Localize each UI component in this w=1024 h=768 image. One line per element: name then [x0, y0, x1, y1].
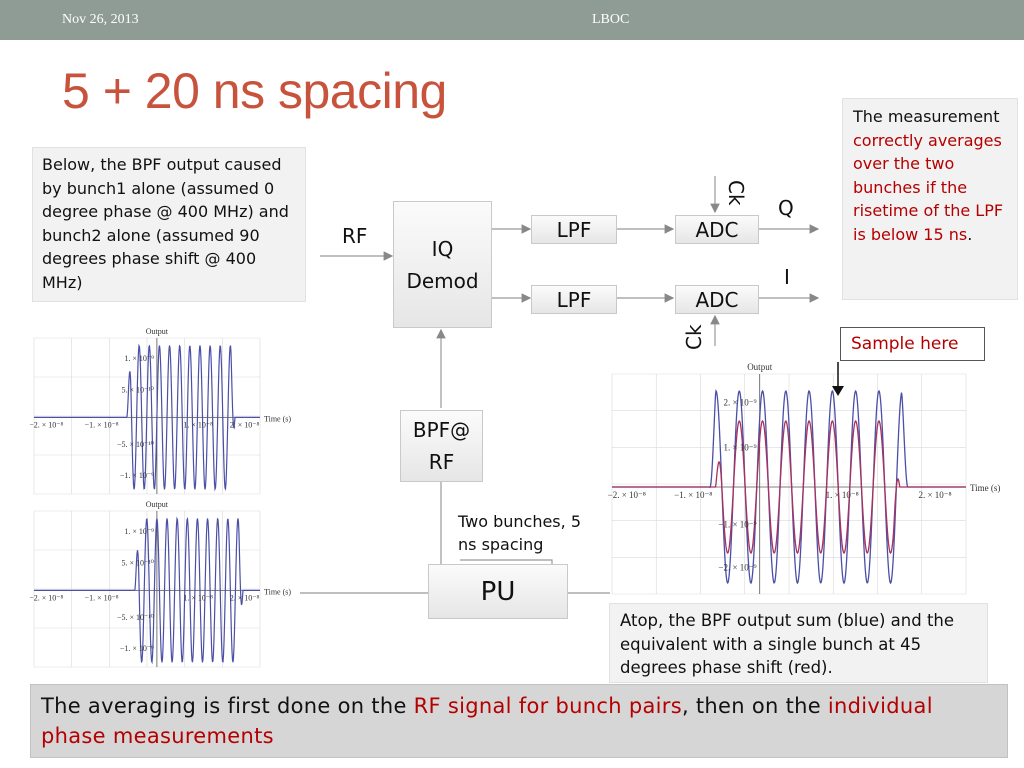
header-bar: Nov 26, 2013 LBOC: [0, 0, 1024, 40]
bottom-banner: The averaging is first done on the RF si…: [30, 684, 1008, 758]
plot-title: Output: [146, 327, 169, 336]
y-tick-label: −1. × 10⁻⁹: [120, 644, 154, 653]
right-note: The measurement correctly averages over …: [842, 98, 1018, 300]
x-axis-label: Time (s): [264, 414, 291, 423]
left-note: Below, the BPF output caused by bunch1 a…: [32, 147, 306, 302]
header-center: LBOC: [592, 12, 630, 27]
y-tick-label: 5. × 10⁻¹⁰: [122, 559, 154, 568]
bottom-part3: , then on the: [681, 694, 828, 718]
plot-title: Output: [747, 362, 773, 372]
y-tick-label: −5. × 10⁻¹⁰: [117, 613, 154, 622]
y-tick-label: −1. × 10⁻⁹: [718, 519, 756, 529]
q-label: Q: [778, 196, 794, 220]
right-note-part3: .: [967, 224, 973, 244]
pu-caption: Two bunches, 5 ns spacing: [458, 512, 581, 554]
rf-label: RF: [342, 224, 368, 248]
lpf-top-block: LPF: [531, 215, 617, 244]
y-tick-label: −1. × 10⁻⁹: [120, 471, 154, 480]
x-tick-label: 2. × 10⁻⁸: [230, 420, 260, 429]
bottom-highlight1: RF signal for bunch pairs: [413, 694, 682, 718]
y-tick-label: 2. × 10⁻⁹: [723, 397, 756, 407]
single-bunch-trace-red: [612, 419, 966, 555]
y-tick-label: 1. × 10⁻⁹: [723, 442, 756, 452]
x-tick-label: −1. × 10⁻⁸: [674, 490, 712, 500]
x-tick-label: −1. × 10⁻⁸: [85, 420, 119, 429]
bpf-block: BPF@ RF: [400, 410, 483, 482]
sample-here-callout: Sample here: [840, 327, 985, 361]
x-tick-label: −2. × 10⁻⁸: [30, 420, 64, 429]
x-tick-label: 1. × 10⁻⁸: [826, 490, 859, 500]
adc-top-block: ADC: [675, 215, 759, 244]
y-tick-label: −5. × 10⁻¹⁰: [117, 440, 154, 449]
y-tick-label: 1. × 10⁻⁹: [124, 527, 154, 536]
x-axis-label: Time (s): [970, 483, 1000, 493]
right-note-highlight: correctly averages over the two bunches …: [853, 130, 1004, 244]
pu-block: PU: [428, 564, 568, 619]
x-tick-label: −2. × 10⁻⁸: [608, 490, 646, 500]
x-tick-label: 1. × 10⁻⁸: [183, 593, 213, 602]
x-tick-label: 2. × 10⁻⁸: [230, 593, 260, 602]
x-tick-label: 1. × 10⁻⁸: [183, 420, 213, 429]
sample-here-arrowhead: [832, 386, 844, 396]
bottom-part1: The averaging is first done on the: [41, 694, 414, 718]
plot-title: Output: [146, 500, 169, 509]
bottom-highlight2: individual phase measurements: [41, 694, 933, 748]
header-date: Nov 26, 2013: [62, 12, 139, 27]
y-tick-label: 1. × 10⁻⁹: [124, 354, 154, 363]
iq-demod-block: IQ Demod: [393, 201, 492, 328]
lpf-bottom-block: LPF: [531, 285, 617, 314]
bunch2-trace: [34, 516, 260, 665]
y-tick-label: 5. × 10⁻¹⁰: [122, 386, 154, 395]
slide-title: 5 + 20 ns spacing: [62, 63, 447, 119]
ck-bottom-label: Ck: [682, 324, 706, 350]
x-tick-label: −1. × 10⁻⁸: [85, 593, 119, 602]
x-tick-label: 2. × 10⁻⁸: [918, 490, 951, 500]
adc-bottom-block: ADC: [675, 285, 759, 314]
bunch1-trace: [34, 343, 260, 492]
x-axis-label: Time (s): [264, 587, 291, 596]
x-tick-label: −2. × 10⁻⁸: [30, 593, 64, 602]
ck-top-label: Ck: [724, 180, 748, 206]
i-label: I: [784, 265, 790, 289]
right-note-part1: The measurement: [853, 107, 1000, 126]
atop-note: Atop, the BPF output sum (blue) and the …: [609, 603, 988, 683]
y-tick-label: −2. × 10⁻⁹: [718, 562, 756, 572]
